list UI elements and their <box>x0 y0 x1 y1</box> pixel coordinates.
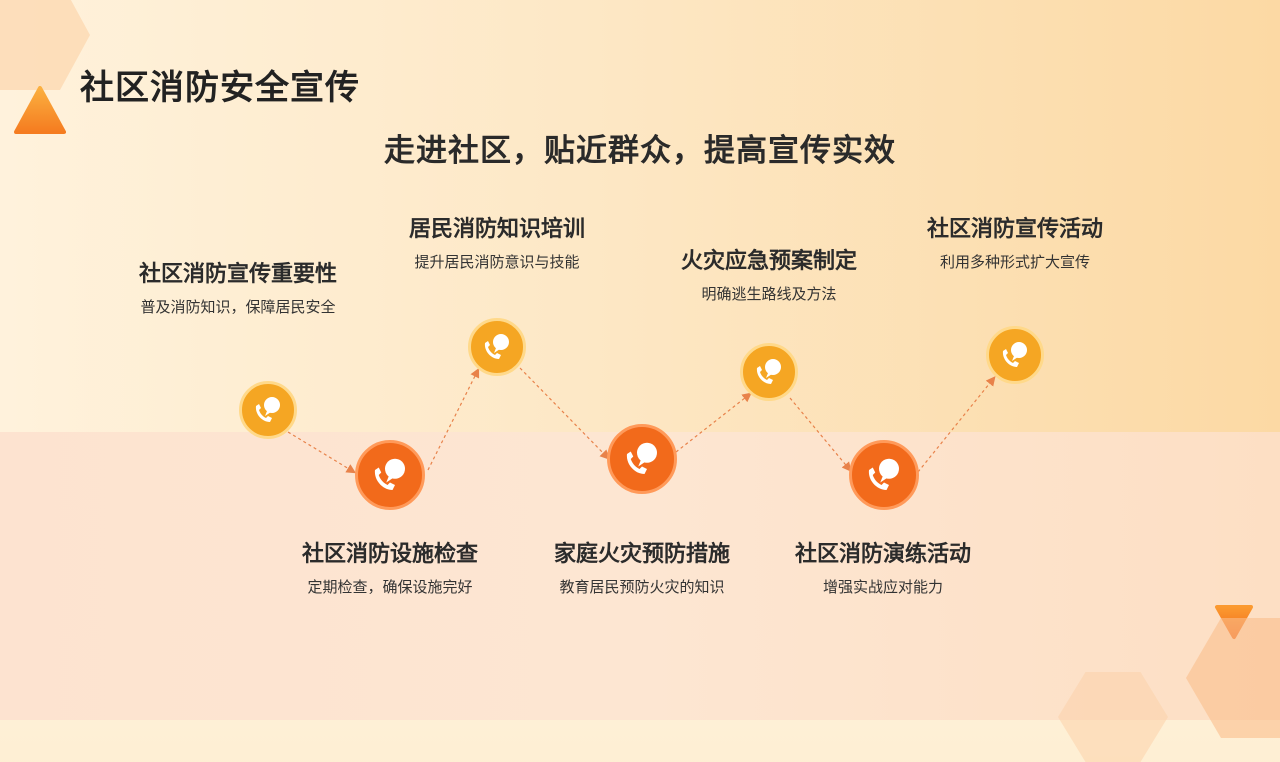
item-3-title: 居民消防知识培训 <box>408 217 585 242</box>
decor-triangle-top-left <box>14 86 66 134</box>
phone-chat-icon <box>1002 342 1027 367</box>
page-title: 社区消防安全宣传 <box>80 68 360 108</box>
timeline-node-2 <box>355 440 425 510</box>
phone-chat-icon <box>868 458 899 490</box>
timeline-node-4 <box>607 424 677 494</box>
timeline-node-7 <box>986 326 1044 384</box>
phone-chat-icon <box>374 458 405 490</box>
item-1-desc: 普及消防知识，保障居民安全 <box>140 298 336 316</box>
phone-chat-icon <box>255 397 280 422</box>
item-7-desc: 利用多种形式扩大宣传 <box>939 253 1090 271</box>
item-5-title: 火灾应急预案制定 <box>680 249 857 274</box>
item-2-title: 社区消防设施检查 <box>301 542 478 567</box>
phone-chat-icon <box>484 334 509 359</box>
item-4-title: 家庭火灾预防措施 <box>553 542 730 567</box>
phone-chat-icon <box>626 442 657 474</box>
timeline-node-3 <box>468 318 526 376</box>
phone-chat-icon <box>756 359 781 384</box>
timeline-node-6 <box>849 440 919 510</box>
timeline-node-5 <box>740 343 798 401</box>
item-6-title: 社区消防演练活动 <box>794 542 971 567</box>
page-subtitle: 走进社区，贴近群众，提高宣传实效 <box>384 133 896 169</box>
item-5-desc: 明确逃生路线及方法 <box>701 285 837 303</box>
item-6-desc: 增强实战应对能力 <box>822 578 943 596</box>
item-2-desc: 定期检查，确保设施完好 <box>307 578 473 596</box>
timeline-node-1 <box>239 381 297 439</box>
item-3-desc: 提升居民消防意识与技能 <box>414 253 580 271</box>
item-4-desc: 教育居民预防火灾的知识 <box>559 578 725 596</box>
background-top-band <box>0 0 1280 432</box>
item-1-title: 社区消防宣传重要性 <box>138 262 337 287</box>
item-7-title: 社区消防宣传活动 <box>926 217 1103 242</box>
